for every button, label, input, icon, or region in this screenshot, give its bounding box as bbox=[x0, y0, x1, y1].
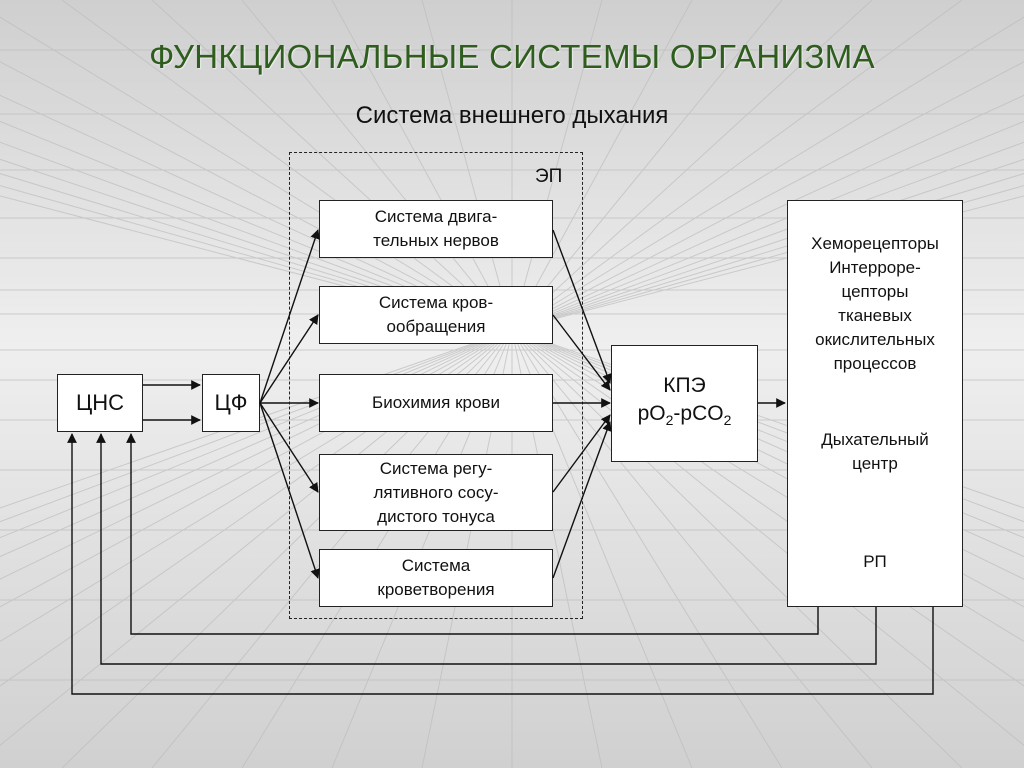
system-label-motor-nerves: Система двига- тельных нервов bbox=[373, 207, 499, 250]
slide-subtitle: Система внешнего дыхания bbox=[355, 102, 669, 129]
arrow-motor-kpe bbox=[552, 229, 612, 384]
receptors-box: Хеморецепторы Интерроре- цепторы тканевы… bbox=[787, 200, 963, 607]
grid-line bbox=[421, 0, 513, 331]
kpe-title: КПЭ bbox=[663, 374, 706, 398]
grid-line bbox=[511, 0, 603, 331]
grid-line bbox=[0, 141, 513, 331]
ep-dashed-frame bbox=[289, 152, 583, 619]
cf-box: ЦФ bbox=[202, 374, 260, 432]
grid-line bbox=[241, 0, 513, 331]
grid-line bbox=[511, 173, 1024, 331]
grid-line bbox=[0, 16, 513, 331]
grid-line bbox=[511, 120, 1024, 331]
grid-line bbox=[511, 195, 1024, 331]
system-box-vascular-tone: Система регу- лятивного сосу- дистого то… bbox=[319, 454, 553, 531]
rp-label: РП bbox=[863, 552, 887, 571]
grid-line bbox=[61, 0, 513, 331]
cns-box: ЦНС bbox=[57, 374, 143, 432]
ep-label: ЭП bbox=[535, 166, 563, 187]
chemoreceptors-label: Хеморецепторы bbox=[811, 234, 939, 253]
grid-line bbox=[0, 120, 513, 331]
grid-line bbox=[511, 0, 873, 331]
grid-line bbox=[511, 16, 1024, 331]
interoreceptors-label: Интерроре- цепторы тканевых окислительны… bbox=[815, 258, 935, 373]
grid-line bbox=[0, 61, 513, 331]
system-label-hematopoiesis: Система кроветворения bbox=[377, 556, 495, 599]
grid-line bbox=[0, 195, 513, 331]
arrow-cf-vascular bbox=[259, 402, 319, 493]
system-box-blood-biochemistry: Биохимия крови bbox=[319, 374, 553, 432]
grid-line bbox=[0, 158, 513, 331]
grid-line bbox=[0, 94, 513, 331]
system-label-blood-biochemistry: Биохимия крови bbox=[372, 393, 500, 412]
kpe-formula: pO2-pCO2 bbox=[637, 402, 732, 429]
grid-line bbox=[511, 94, 1024, 331]
system-box-motor-nerves: Система двига- тельных нервов bbox=[319, 200, 553, 258]
feedback-line-1 bbox=[126, 433, 819, 635]
feedback-line-3 bbox=[67, 433, 934, 695]
system-label-circulation: Система кров- ообращения bbox=[378, 293, 494, 336]
grid-line bbox=[511, 185, 1024, 331]
grid-line bbox=[151, 0, 513, 331]
arrow-hematopoiesis-kpe bbox=[552, 421, 612, 579]
cns-label: ЦНС bbox=[75, 390, 125, 415]
grid-line bbox=[511, 0, 963, 331]
slide-title: ФУНКЦИОНАЛЬНЫЕ СИСТЕМЫ ОРГАНИЗМА bbox=[149, 38, 875, 75]
grid-line bbox=[511, 141, 1024, 331]
kpe-box: КПЭ pO2-pCO2 bbox=[611, 345, 758, 462]
system-label-vascular-tone: Система регу- лятивного сосу- дистого то… bbox=[373, 458, 499, 526]
arrow-cf-hematopoiesis bbox=[259, 402, 320, 579]
grid-line bbox=[331, 0, 513, 331]
system-box-hematopoiesis: Система кроветворения bbox=[319, 549, 553, 607]
grid-line bbox=[0, 185, 513, 331]
arrow-cf-motor bbox=[259, 229, 320, 404]
arrow-cf-circulation bbox=[259, 314, 319, 404]
feedback-line-2 bbox=[96, 433, 877, 665]
arrow-vascular-kpe bbox=[552, 414, 611, 493]
grid-line bbox=[511, 158, 1024, 331]
grid-line bbox=[511, 61, 1024, 331]
arrow-circulation-kpe bbox=[552, 314, 611, 391]
grid-line bbox=[0, 173, 513, 331]
system-box-circulation: Система кров- ообращения bbox=[319, 286, 553, 344]
respiratory-center-label: Дыхательный центр bbox=[821, 430, 929, 473]
cf-label: ЦФ bbox=[214, 390, 248, 415]
grid-line bbox=[511, 0, 693, 331]
grid-line bbox=[511, 0, 783, 331]
